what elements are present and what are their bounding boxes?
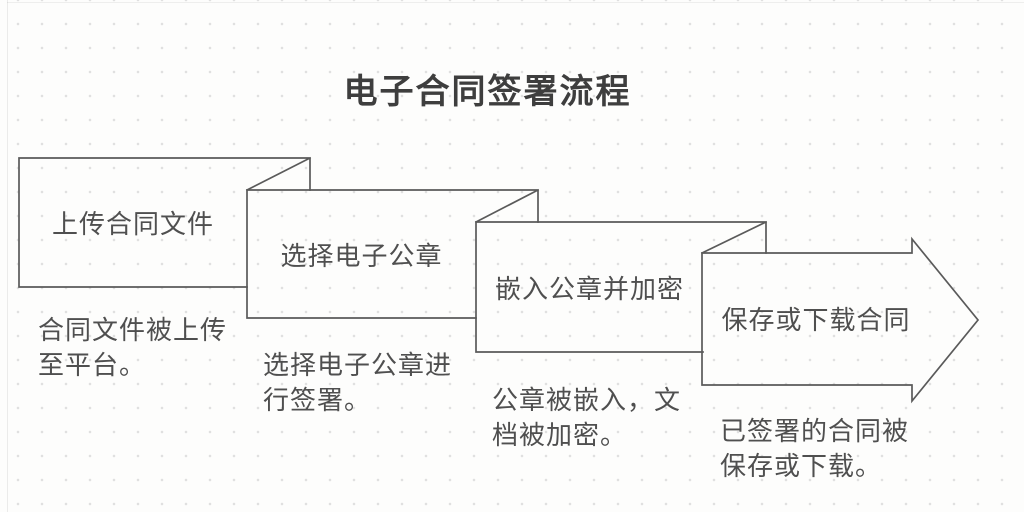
step-2-description: 选择电子公章进 行签署。 (263, 350, 453, 415)
step-1-panel-shape (18, 156, 312, 288)
step-4-arrow-shape (701, 236, 980, 404)
diagram-title: 电子合同签署流程 (343, 73, 632, 111)
step-3-label: 嵌入公章并加密 (494, 273, 684, 304)
step-2-label: 选择电子公章 (280, 240, 443, 271)
step-2-panel-shape (246, 188, 540, 319)
card-border-left (7, 0, 8, 512)
step-3-description: 公章被嵌入，文 档被加密。 (492, 385, 682, 450)
step-1-description: 合同文件被上传 至平台。 (38, 315, 228, 380)
step-1-label: 上传合同文件 (51, 209, 214, 239)
step-3-panel-shape (475, 220, 768, 353)
step-4-label: 保存或下载合同 (721, 304, 911, 335)
card-border-top (7, 2, 1024, 3)
step-4-description: 已签署的合同被 保存或下载。 (720, 416, 910, 481)
